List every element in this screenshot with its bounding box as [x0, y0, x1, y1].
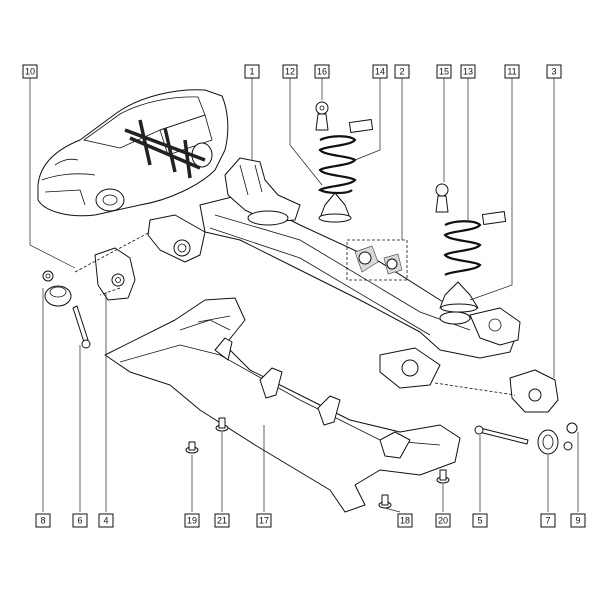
callout-7-label: 7: [545, 516, 550, 526]
callout-2: 2: [394, 64, 410, 79]
callout-6-label: 6: [77, 516, 82, 526]
axle-bushings: [346, 239, 408, 281]
callout-10-label: 10: [25, 67, 35, 77]
callout-18: 18: [397, 513, 413, 528]
left-bushing: [44, 285, 72, 307]
callout-4-label: 4: [103, 516, 108, 526]
spring-label-plates: [348, 119, 507, 225]
callout-3-label: 3: [551, 67, 556, 77]
right-spring: [439, 220, 482, 313]
callout-12-label: 12: [285, 67, 295, 77]
left-spring: [317, 135, 357, 223]
callout-17: 17: [256, 513, 272, 528]
right-bushing: [537, 429, 559, 455]
callout-11-label: 11: [507, 67, 516, 77]
callout-16: 16: [314, 64, 330, 79]
leader-lines: [29, 78, 579, 513]
callout-19-label: 19: [187, 516, 197, 526]
stud-21: [215, 417, 229, 432]
subframe: [104, 297, 461, 513]
callout-15-label: 15: [439, 67, 449, 77]
callout-5: 5: [472, 513, 488, 528]
left-mount-bracket: [94, 247, 136, 301]
callout-9: 9: [570, 513, 586, 528]
left-long-bolt: [72, 305, 91, 349]
callout-1-label: 1: [249, 67, 254, 77]
callout-2-label: 2: [399, 67, 404, 77]
left-nut: [42, 270, 54, 282]
callout-8-label: 8: [40, 516, 45, 526]
callout-19: 19: [184, 513, 200, 528]
callout-5-label: 5: [477, 516, 482, 526]
callout-14-label: 14: [375, 67, 385, 77]
left-bump-stop: [315, 101, 329, 131]
right-nut: [563, 422, 578, 451]
stud-18: [378, 494, 392, 509]
rear-axle-beam: [147, 157, 521, 389]
callout-11: 11: [504, 64, 520, 79]
callout-3: 3: [546, 64, 562, 79]
right-bump-stop: [435, 183, 449, 213]
callout-21-label: 21: [217, 516, 227, 526]
callout-15: 15: [436, 64, 452, 79]
callout-16-label: 16: [317, 67, 327, 77]
callout-21: 21: [214, 513, 230, 528]
stud-20: [436, 469, 450, 484]
callout-9-label: 9: [575, 516, 580, 526]
callout-18-label: 18: [400, 516, 410, 526]
right-mount-bracket: [509, 369, 559, 413]
callout-13-label: 13: [463, 67, 473, 77]
right-long-bolt: [474, 425, 529, 445]
callout-20: 20: [435, 513, 451, 528]
stud-19: [185, 441, 199, 454]
callout-6: 6: [72, 513, 88, 528]
callout-7: 7: [540, 513, 556, 528]
callout-20-label: 20: [438, 516, 448, 526]
callout-10: 10: [22, 64, 38, 79]
car-thumbnail: [37, 89, 229, 217]
callout-13: 13: [460, 64, 476, 79]
callout-1: 1: [244, 64, 260, 79]
callout-4: 4: [98, 513, 114, 528]
callout-14: 14: [372, 64, 388, 79]
callout-17-label: 17: [259, 516, 269, 526]
callout-12: 12: [282, 64, 298, 79]
callout-8: 8: [35, 513, 51, 528]
